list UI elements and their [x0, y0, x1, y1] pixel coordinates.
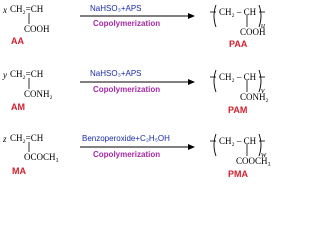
polymer-pma-index: w	[261, 150, 267, 159]
coef-x: x	[3, 5, 7, 15]
polymer-pam-label: PAM	[228, 105, 248, 115]
monomer-aa-label: AA	[11, 36, 24, 46]
reaction-arrow-1-head	[188, 13, 195, 19]
coef-z: z	[3, 134, 7, 144]
polymer-paa-chain: CH₂ – CH	[219, 7, 257, 17]
monomer-am-group: CONH₂	[24, 89, 53, 99]
polymer-pma-label: PMA	[228, 169, 248, 179]
polymer-pam-index: v	[261, 86, 265, 95]
monomer-aa-formula: CH₂=CH	[10, 4, 44, 14]
reagent-1: NaHSO₃+APS	[90, 4, 142, 13]
polymer-pma-bracket-right	[258, 133, 262, 157]
process-2: Copolymerization	[93, 85, 161, 94]
process-3: Copolymerization	[93, 150, 161, 159]
polymer-pam-group: CONH₂	[240, 92, 269, 102]
polymer-paa-bracket-right	[258, 4, 262, 28]
reagent-3: Benzoperoxide+C₂H₅OH	[82, 134, 170, 143]
polymer-pma-group: COOCH₃	[236, 156, 271, 166]
polymer-pam-chain: CH₂ – CH	[219, 72, 257, 82]
scheme-lines	[28, 4, 265, 157]
monomer-ma-formula: CH₂=CH	[10, 133, 44, 143]
reaction-arrow-3-head	[188, 144, 195, 150]
polymerization-scheme: x CH₂=CH COOH AA NaHSO₃+APS Copolymeriza…	[3, 4, 271, 179]
monomer-ma-label: MA	[12, 166, 26, 176]
reaction-arrow-2-head	[188, 79, 195, 85]
polymer-paa-group: COOH	[240, 27, 266, 37]
polymer-paa-index: u	[261, 21, 265, 30]
reagent-2: NaHSO₃+APS	[90, 69, 142, 78]
polymer-pma-chain: CH₂ – CH	[219, 136, 257, 146]
polymer-paa-bracket-left	[213, 4, 217, 28]
monomer-aa-group: COOH	[24, 24, 50, 34]
polymer-pam-bracket-left	[213, 69, 217, 93]
coef-y: y	[3, 70, 7, 80]
monomer-am-label: AM	[11, 102, 25, 112]
polymer-pma-bracket-left	[213, 133, 217, 157]
polymer-pam-bracket-right	[258, 69, 262, 93]
process-1: Copolymerization	[93, 19, 161, 28]
polymer-paa-label: PAA	[229, 39, 248, 49]
monomer-am-formula: CH₂=CH	[10, 69, 44, 79]
monomer-ma-group: OCOCH₃	[24, 152, 59, 162]
